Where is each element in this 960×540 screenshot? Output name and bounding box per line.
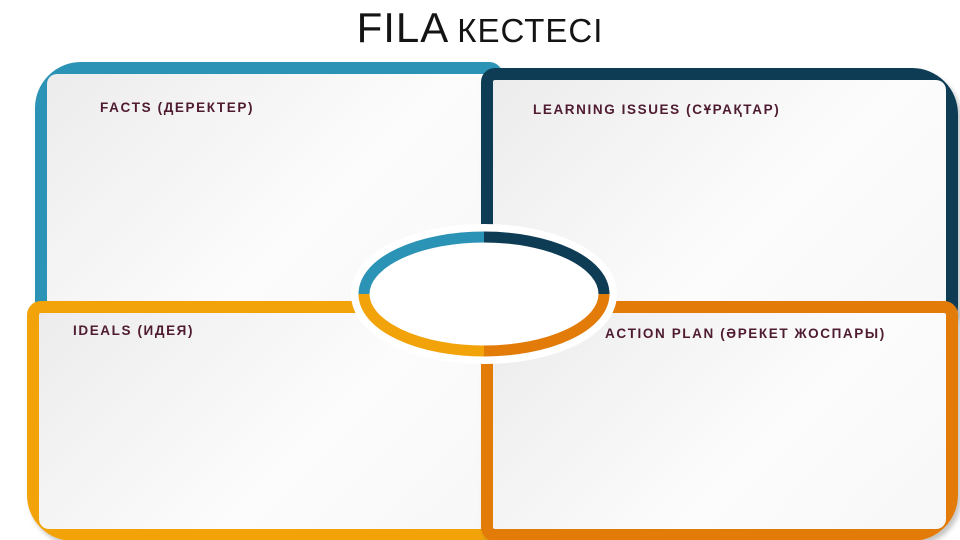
slide-title-main: FILA: [356, 4, 450, 51]
quadrant-facts-panel: FACTS (ДЕРЕКТЕР): [35, 62, 503, 322]
action-plan-label: ACTION PLAN (ӘРЕКЕТ ЖОСПАРЫ): [605, 326, 886, 341]
learning-issues-label: LEARNING ISSUES (СҰРАҚТАР): [533, 102, 781, 117]
quadrant-action-plan-panel: ACTION PLAN (ӘРЕКЕТ ЖОСПАРЫ): [481, 301, 958, 540]
facts-label: FACTS (ДЕРЕКТЕР): [100, 100, 255, 115]
quadrant-ideals-panel: IDEALS (ИДЕЯ): [27, 301, 503, 540]
quadrant-action-plan-body: [493, 313, 946, 529]
ideals-label: IDEALS (ИДЕЯ): [73, 323, 195, 338]
quadrant-learning-issues-panel: LEARNING ISSUES (СҰРАҚТАР): [481, 68, 958, 321]
quadrant-ideals-body: [39, 313, 491, 529]
slide-title-sub: КЕСТЕСІ: [457, 12, 604, 49]
